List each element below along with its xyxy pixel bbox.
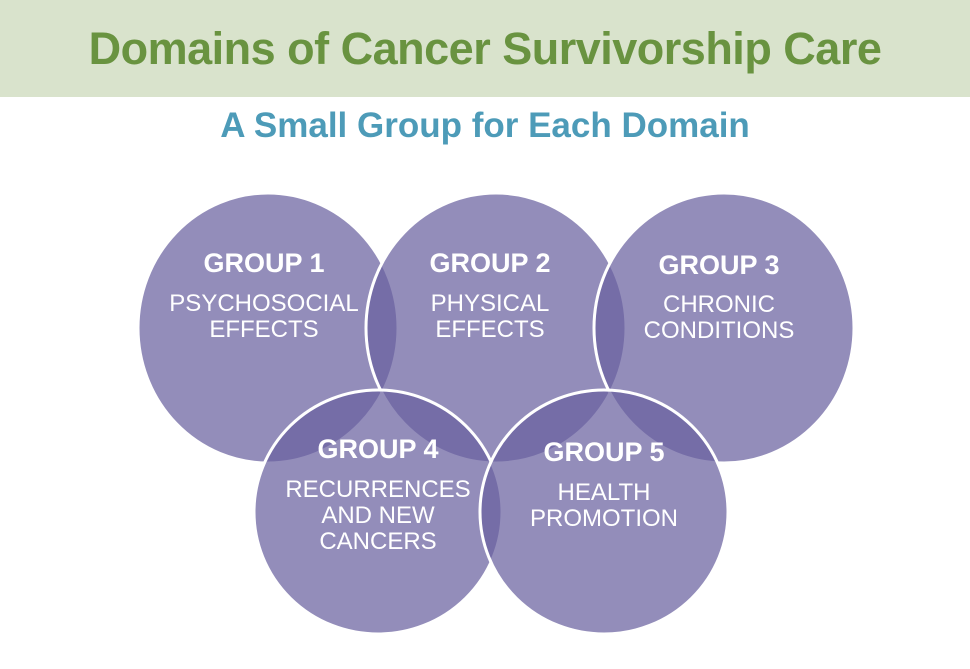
group-3-line-2: CONDITIONS <box>644 317 795 344</box>
group-2-line-1: PHYSICAL <box>431 290 550 317</box>
group-2-name: GROUP 2 <box>429 248 550 278</box>
group-3-line-1: CHRONIC <box>663 291 775 318</box>
circle-group-3 <box>592 191 856 465</box>
group-4-line-3: CANCERS <box>319 528 436 555</box>
group-2-line-2: EFFECTS <box>435 316 544 343</box>
group-3-name: GROUP 3 <box>658 250 779 280</box>
slide-title: Domains of Cancer Survivorship Care <box>88 22 882 74</box>
group-4-line-2: AND NEW <box>321 502 435 529</box>
group-1-line-1: PSYCHOSOCIAL <box>169 290 358 317</box>
group-4-line-1: RECURRENCES <box>285 476 470 503</box>
group-5-line-2: PROMOTION <box>530 505 678 532</box>
slide-subtitle: A Small Group for Each Domain <box>220 106 750 145</box>
group-1-line-2: EFFECTS <box>209 316 318 343</box>
group-4-name: GROUP 4 <box>317 434 438 464</box>
group-5-line-1: HEALTH <box>558 479 651 506</box>
circle-group-5 <box>478 388 730 636</box>
slide-header: Domains of Cancer Survivorship Care <box>0 0 970 97</box>
group-5-name: GROUP 5 <box>543 437 664 467</box>
group-1-name: GROUP 1 <box>203 248 324 278</box>
